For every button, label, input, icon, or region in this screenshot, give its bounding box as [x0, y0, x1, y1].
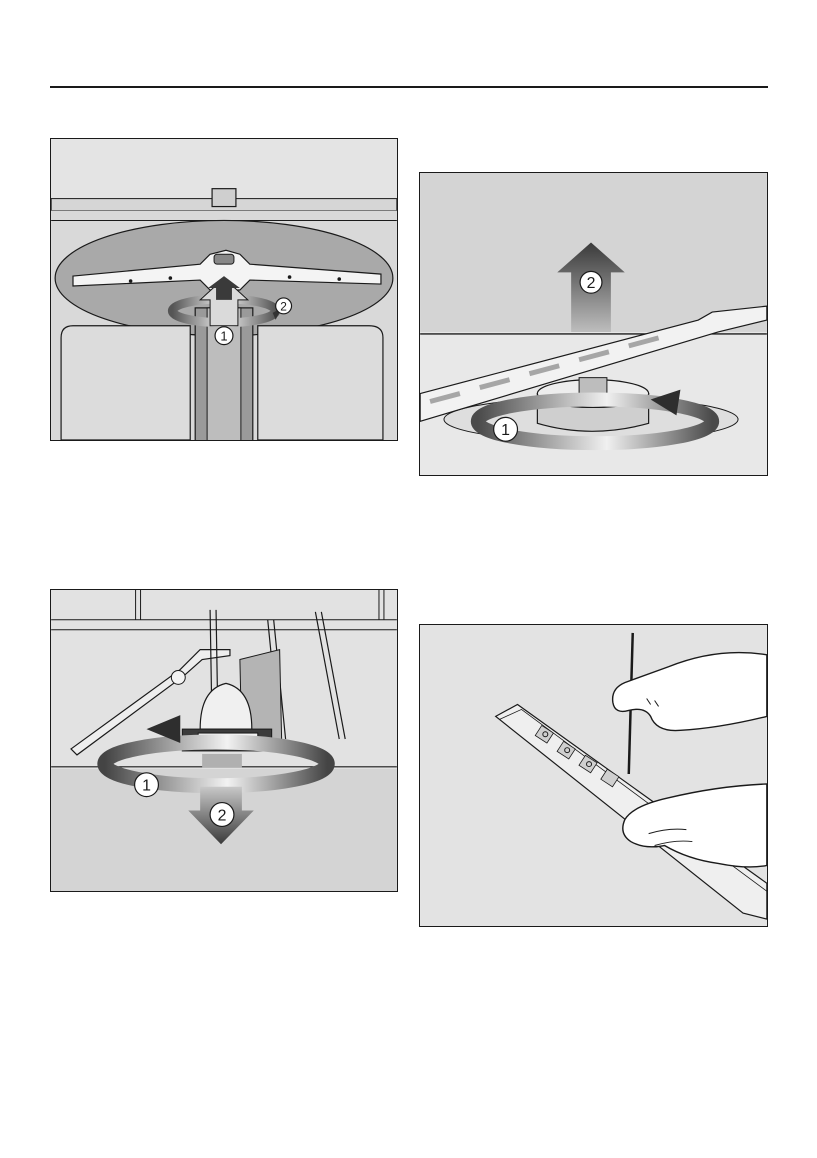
step-label-2: 2: [218, 807, 227, 824]
step-label-1: 1: [220, 329, 227, 344]
figure-4-clean-nozzles: [419, 624, 768, 927]
figure-3-upper-spray-arm: 2 1: [50, 589, 398, 892]
figure-1-spray-arm-removal: 1 2: [50, 138, 398, 441]
figure-4-illustration: [420, 625, 767, 926]
figure-1-illustration: 1 2: [51, 139, 397, 440]
figure-2-spray-arm-lift: 2 1: [419, 172, 768, 476]
step-label-1: 1: [501, 422, 510, 439]
figure-2-illustration: 2 1: [420, 173, 767, 475]
header-rule: [50, 86, 768, 88]
step-label-2: 2: [280, 299, 287, 313]
step-label-2: 2: [587, 275, 596, 292]
step-label-1: 1: [142, 778, 151, 795]
figure-3-illustration: 2 1: [51, 590, 397, 891]
